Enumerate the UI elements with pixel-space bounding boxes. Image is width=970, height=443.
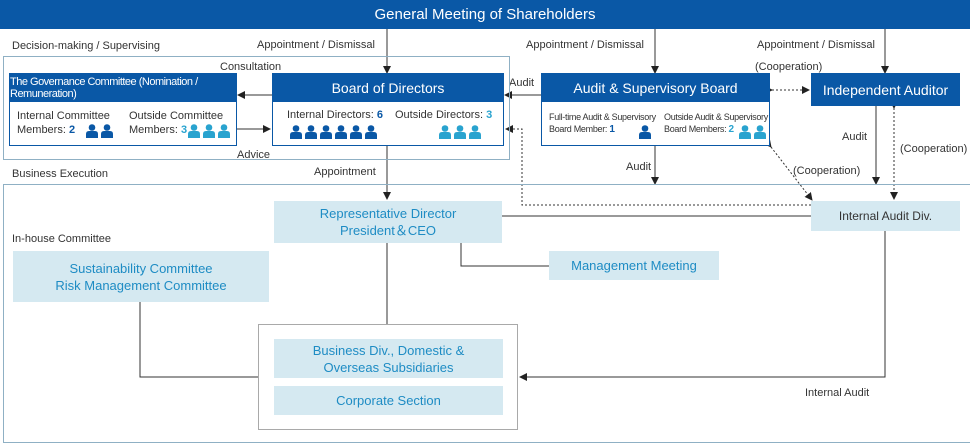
business-division-box: Business Div., Domestic & Overseas Subsi… (274, 339, 503, 378)
decision-frame (3, 56, 510, 160)
label-audit-auditor: Audit (842, 131, 868, 143)
label-audit-exec: Audit (626, 161, 652, 173)
independent-auditor-title: Independent Auditor (822, 81, 949, 98)
board-of-directors-box: Board of Directors Internal Directors: 6… (272, 73, 504, 146)
person-icon (454, 125, 466, 139)
governance-outside-label-2: Members: (129, 124, 178, 136)
label-internal-audit: Internal Audit (805, 387, 870, 399)
management-meeting-title: Management Meeting (571, 258, 697, 273)
person-icon (639, 125, 651, 139)
governance-outside-members: Outside Committee Members: 3 (129, 109, 223, 137)
inhouse-committees-box: Sustainability Committee Risk Management… (13, 251, 269, 302)
section-decision-label: Decision-making / Supervising (12, 40, 160, 52)
audit-board-title: Audit & Supervisory Board (573, 80, 738, 96)
line-rep-management (460, 243, 549, 267)
label-cooperation-right: (Cooperation) (900, 143, 968, 155)
internal-audit-div-title: Internal Audit Div. (838, 208, 933, 223)
board-outside-persons (439, 125, 481, 139)
governance-internal-members: Internal Committee Members: 2 (17, 109, 110, 137)
governance-committee-header: The Governance Committee (Nomination / R… (10, 74, 236, 102)
board-internal-count: 6 (376, 109, 383, 121)
committees-line-2: Risk Management Committee (55, 277, 227, 293)
section-inhouse-label: In-house Committee (12, 233, 112, 245)
line-committee-business (139, 302, 258, 378)
label-audit-board: Audit (509, 77, 535, 89)
internal-audit-div-box: Internal Audit Div. (811, 201, 960, 231)
governance-internal-count: 2 (68, 124, 76, 136)
governance-committee-title: The Governance Committee (Nomination / R… (10, 76, 198, 100)
person-icon (335, 125, 347, 139)
label-advice: Advice (237, 149, 271, 161)
audit-board-fulltime: Full-time Audit & Supervisory Board Memb… (549, 111, 656, 136)
person-icon (290, 125, 302, 139)
person-icon (739, 125, 751, 139)
representative-line-2: President＆CEO (339, 223, 437, 238)
audit-supervisory-board-box: Audit & Supervisory Board Full-time Audi… (541, 73, 770, 146)
management-meeting-box: Management Meeting (549, 251, 719, 280)
label-appointment-dismissal-3: Appointment / Dismissal (757, 39, 875, 51)
audit-board-outside: Outside Audit & Supervisory Board Member… (664, 111, 768, 136)
business-group-frame (258, 324, 518, 430)
audit-board-fulltime-label-1: Full-time Audit & Supervisory (549, 112, 656, 122)
board-outside-directors: Outside Directors: 3 (395, 109, 492, 121)
label-consultation: Consultation (220, 61, 282, 73)
governance-outside-persons (188, 124, 230, 138)
governance-outside-label-1: Outside Committee (129, 110, 224, 122)
general-meeting-title: General Meeting of Shareholders (374, 6, 596, 23)
person-icon (305, 125, 317, 139)
person-icon (469, 125, 481, 139)
person-icon (350, 125, 362, 139)
board-internal-label: Internal Directors: (287, 109, 374, 121)
governance-internal-label-1: Internal Committee (17, 110, 110, 122)
person-icon (218, 124, 230, 138)
business-div-line-2: Overseas Subsidiaries (323, 359, 454, 375)
label-appointment-dismissal-1: Appointment / Dismissal (257, 39, 375, 51)
person-icon (86, 124, 98, 138)
independent-auditor-box: Independent Auditor (811, 73, 960, 106)
governance-committee-box: The Governance Committee (Nomination / R… (9, 73, 237, 146)
arrow-internal-audit (519, 231, 886, 381)
audit-board-fulltime-persons (639, 125, 651, 139)
board-title: Board of Directors (331, 80, 445, 96)
board-internal-directors: Internal Directors: 6 (287, 109, 383, 121)
representative-line-1: Representative Director (319, 206, 457, 221)
label-cooperation-top: (Cooperation) (755, 61, 823, 73)
audit-board-fulltime-count: 1 (609, 124, 615, 135)
label-appointment: Appointment (314, 166, 376, 178)
general-meeting-banner: General Meeting of Shareholders (0, 0, 970, 29)
person-icon (439, 125, 451, 139)
committees-line-1: Sustainability Committee (69, 260, 213, 276)
board-outside-label: Outside Directors: (395, 109, 484, 121)
audit-board-header: Audit & Supervisory Board (542, 74, 769, 102)
board-outside-count: 3 (486, 109, 493, 121)
governance-internal-label-2: Members: (17, 124, 66, 136)
section-execution-label: Business Execution (12, 168, 108, 180)
audit-board-outside-label-2: Board Members: (664, 124, 727, 134)
person-icon (365, 125, 377, 139)
business-div-line-1: Business Div., Domestic & (312, 342, 465, 358)
arrow-internalaudit-board (505, 125, 811, 206)
representative-director-box: Representative Director President＆CEO (274, 201, 502, 243)
audit-board-outside-persons (739, 125, 766, 139)
person-icon (101, 124, 113, 138)
label-appointment-dismissal-2: Appointment / Dismissal (526, 39, 644, 51)
audit-board-fulltime-label-2: Board Member: (549, 124, 608, 134)
person-icon (203, 124, 215, 138)
corporate-section-box: Corporate Section (274, 386, 503, 415)
board-header: Board of Directors (273, 74, 503, 102)
corporate-section-title: Corporate Section (336, 393, 441, 408)
person-icon (188, 124, 200, 138)
governance-outside-count: 3 (180, 124, 188, 136)
person-icon (754, 125, 766, 139)
audit-board-outside-count: 2 (728, 124, 735, 135)
board-internal-persons (290, 125, 377, 139)
audit-board-outside-label-1: Outside Audit & Supervisory (664, 112, 768, 122)
arrow-cooperation-mid (763, 139, 813, 201)
label-cooperation-mid: (Cooperation) (793, 165, 861, 177)
person-icon (320, 125, 332, 139)
governance-internal-persons (86, 124, 113, 138)
